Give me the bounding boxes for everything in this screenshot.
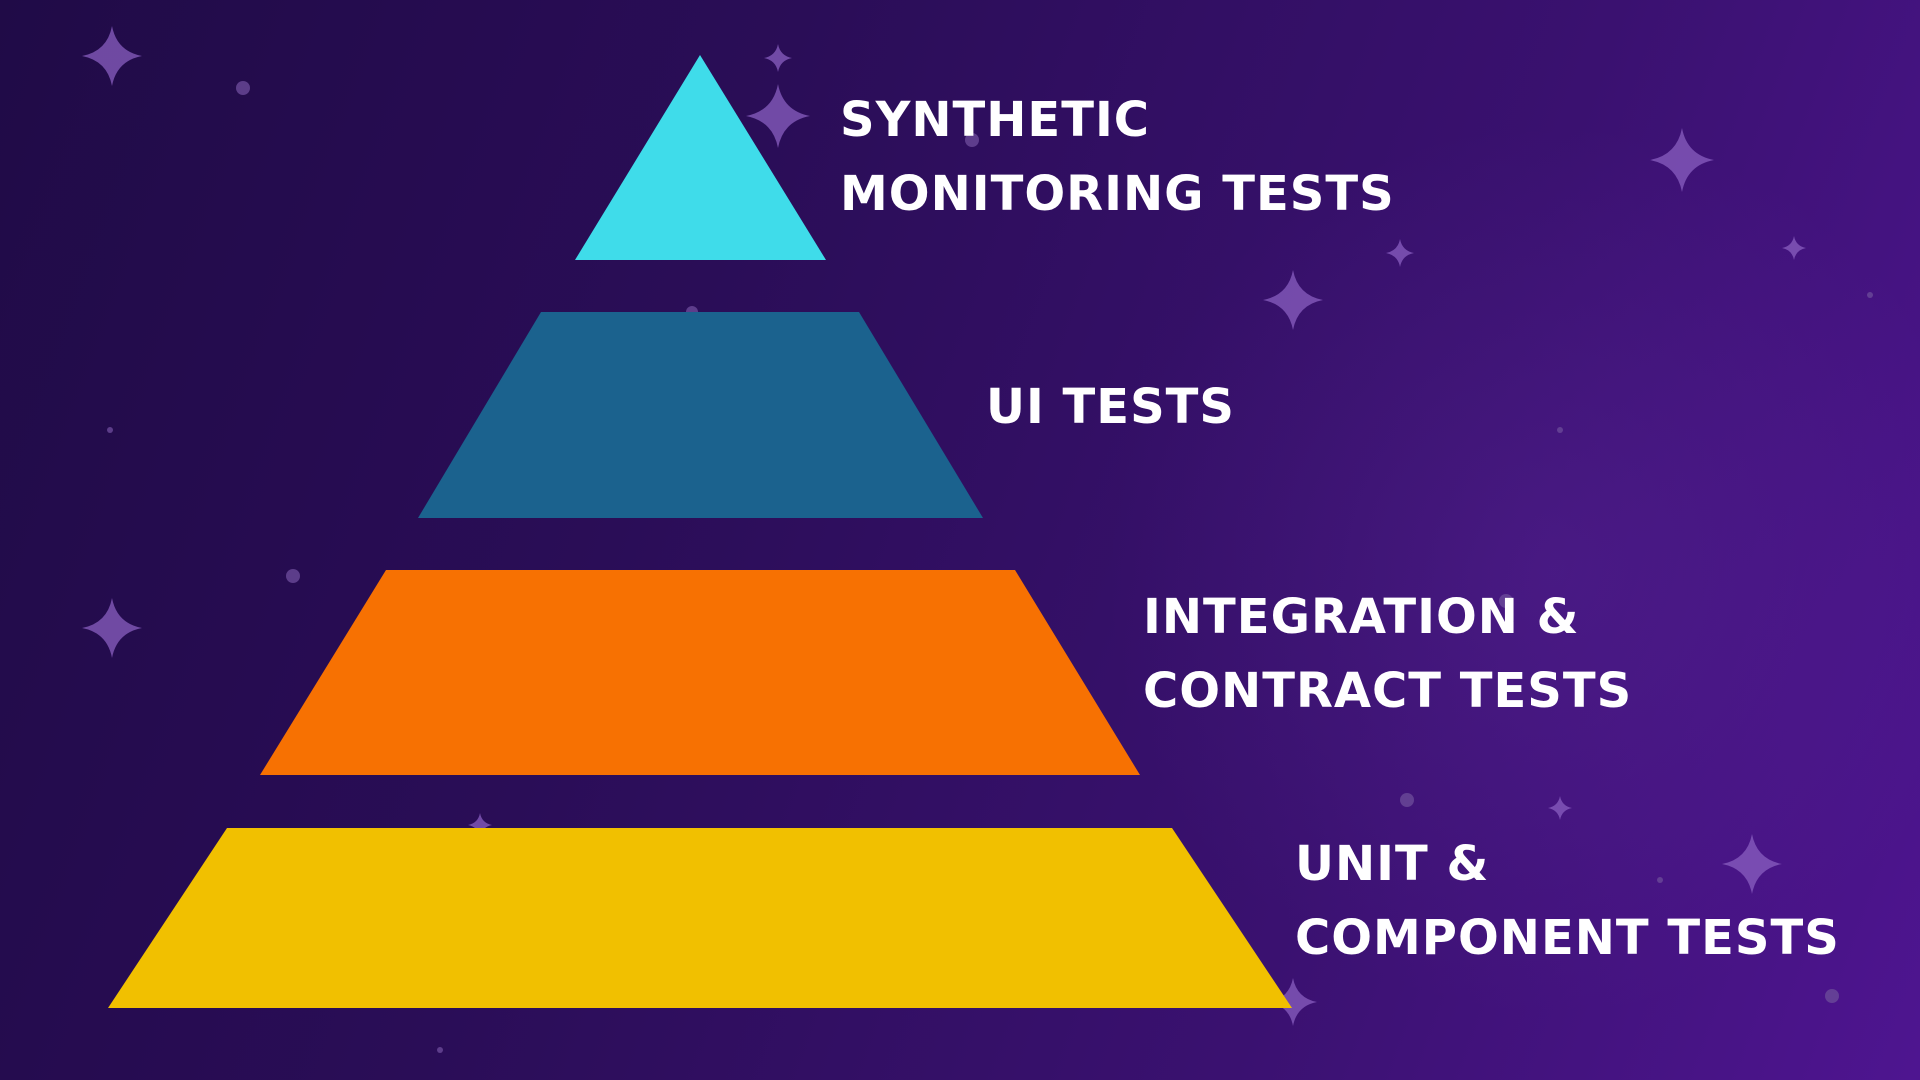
background-dot <box>965 133 979 147</box>
label-line: UNIT & <box>1295 836 1490 892</box>
background-dot <box>1400 793 1414 807</box>
pyramid-tier-integration-contract-tests <box>260 570 1140 775</box>
pyramid-tier-unit-component-tests <box>108 828 1292 1008</box>
background-dot <box>1825 989 1839 1003</box>
background-dot <box>1499 594 1513 608</box>
sparkle-icon <box>1386 239 1414 267</box>
sparkle-icon <box>1548 796 1572 820</box>
background-dot <box>1557 427 1563 433</box>
background-dot <box>236 81 250 95</box>
label-line: SYNTHETIC <box>840 92 1151 148</box>
sparkle-icon <box>1782 236 1806 260</box>
label-unit-component-tests: UNIT & COMPONENT TESTS <box>1295 827 1840 975</box>
background-dot <box>286 569 300 583</box>
sparkle-icon <box>82 598 142 658</box>
label-integration-contract-tests: INTEGRATION & CONTRACT TESTS <box>1143 580 1632 728</box>
background-dot <box>437 1047 443 1053</box>
sparkle-icon <box>468 813 492 837</box>
background-dot <box>1657 877 1663 883</box>
label-line: UI TESTS <box>986 379 1235 435</box>
label-line: INTEGRATION & <box>1143 589 1580 645</box>
label-line: MONITORING TESTS <box>840 166 1395 222</box>
label-line: COMPONENT TESTS <box>1295 910 1840 966</box>
label-synthetic-monitoring-tests: SYNTHETIC MONITORING TESTS <box>840 83 1395 231</box>
sparkle-icon <box>764 44 792 72</box>
label-ui-tests: UI TESTS <box>986 370 1235 444</box>
sparkle-icon <box>1650 128 1714 192</box>
label-line: CONTRACT TESTS <box>1143 663 1633 719</box>
background-dot <box>1867 292 1873 298</box>
background-dot <box>107 427 113 433</box>
pyramid-tier-ui-tests <box>418 312 983 518</box>
sparkle-icon <box>1722 834 1782 894</box>
sparkle-icon <box>746 84 810 148</box>
sparkle-icon <box>1269 978 1317 1026</box>
sparkle-icon <box>82 26 142 86</box>
pyramid-tier-synthetic-monitoring <box>575 55 826 260</box>
background-glow <box>1100 120 1920 1020</box>
sparkle-icon <box>1263 270 1323 330</box>
